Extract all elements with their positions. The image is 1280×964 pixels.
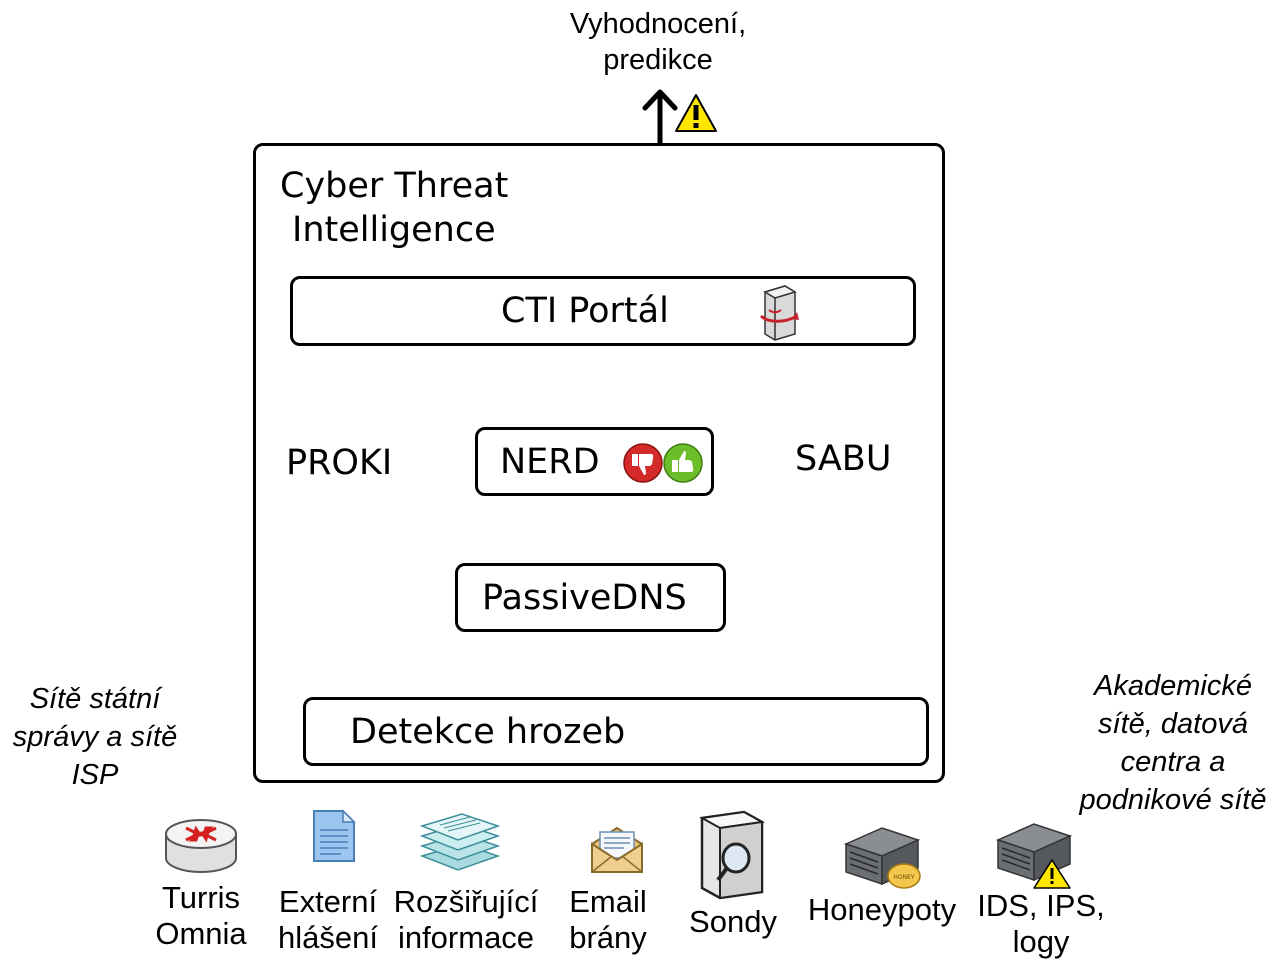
right-network-line1: Akademické — [1094, 670, 1252, 702]
source-probes-line1: Sondy — [689, 904, 777, 939]
document-icon — [313, 809, 356, 862]
nerd-box[interactable]: NERD — [475, 427, 714, 496]
envelope-icon — [591, 826, 643, 873]
source-external-label: Externí hlášení — [270, 884, 386, 956]
right-network-line4: podnikové sítě — [1079, 784, 1267, 816]
ids-server-icon — [995, 823, 1073, 889]
cti-portal-box[interactable]: CTI Portál — [290, 276, 916, 346]
source-external-line1: Externí — [278, 884, 378, 919]
probe-icon — [698, 810, 766, 900]
cti-title-line1: Cyber Threat — [280, 166, 509, 206]
passivedns-label: PassiveDNS — [482, 578, 687, 618]
honeypot-server-icon: HONEY — [843, 827, 921, 889]
svg-text:HONEY: HONEY — [893, 874, 915, 881]
source-email-line1: Email — [569, 884, 647, 919]
source-turris-line2: Omnia — [155, 916, 247, 951]
source-probes-label: Sondy — [680, 904, 786, 940]
left-network-line3: ISP — [71, 759, 119, 791]
cti-portal-label: CTI Portál — [501, 291, 669, 331]
server-sync-icon — [759, 285, 799, 341]
passivedns-box[interactable]: PassiveDNS — [455, 563, 726, 632]
left-network-label: Sítě státní správy a sítě ISP — [0, 680, 190, 794]
source-honeypots-line1: Honeypoty — [807, 892, 957, 927]
sabu-node[interactable]: SABU — [795, 439, 892, 479]
thumbs-up-icon — [663, 443, 703, 483]
source-ids-label: IDS, IPS, logy — [966, 888, 1116, 960]
detection-box[interactable]: Detekce hrozeb — [303, 697, 929, 766]
source-honeypots-label: Honeypoty — [800, 892, 964, 928]
detection-label: Detekce hrozeb — [350, 712, 626, 752]
proki-node[interactable]: PROKI — [286, 443, 393, 483]
right-network-label: Akademické sítě, datová centra a podniko… — [1066, 667, 1280, 819]
source-extended-info-label: Rozšiřující informace — [388, 884, 544, 956]
cti-title-line2: Intelligence — [292, 210, 496, 250]
source-external-line2: hlášení — [278, 920, 378, 955]
output-label: Vyhodnocení, predikce — [540, 6, 776, 78]
source-email-line2: brány — [569, 920, 647, 955]
document-stack-icon — [419, 813, 501, 871]
nerd-label: NERD — [500, 442, 600, 482]
source-turris-line1: Turris — [161, 880, 241, 915]
source-extended-info-line2: informace — [397, 920, 535, 955]
output-label-line2: predikce — [603, 44, 713, 76]
thumbs-down-icon — [623, 443, 663, 483]
source-turris-label: Turris Omnia — [146, 880, 256, 952]
source-extended-info-line1: Rozšiřující — [393, 884, 539, 919]
right-network-line3: centra a — [1120, 746, 1226, 778]
source-ids-line2: logy — [1012, 924, 1070, 959]
source-email-label: Email brány — [556, 884, 660, 956]
output-label-line1: Vyhodnocení, — [569, 8, 747, 40]
right-network-line2: sítě, datová — [1098, 708, 1248, 740]
warning-icon — [675, 94, 717, 132]
left-network-line2: správy a sítě — [12, 721, 178, 753]
router-icon — [165, 819, 237, 873]
left-network-line1: Sítě státní — [29, 683, 161, 715]
cti-title: Cyber Threat Intelligence — [280, 164, 508, 252]
source-ids-line1: IDS, IPS, — [977, 888, 1105, 923]
